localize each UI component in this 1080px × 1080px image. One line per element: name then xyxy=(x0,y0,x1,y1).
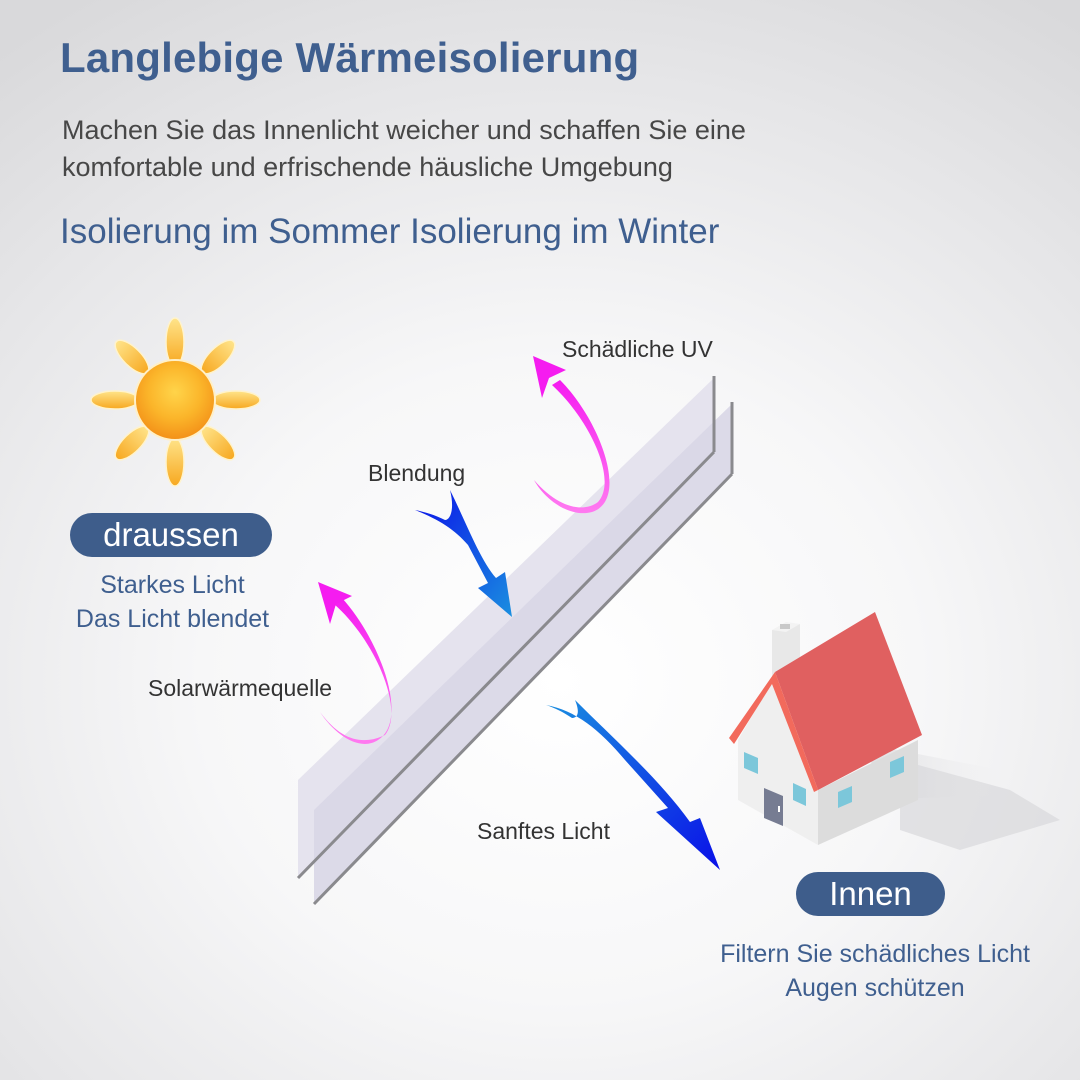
glare-arrow xyxy=(415,490,512,617)
label-harmful-uv: Schädliche UV xyxy=(562,336,713,362)
section-heading: Isolierung im Sommer Isolierung im Winte… xyxy=(60,212,720,251)
outside-desc-line-2: Das Licht blendet xyxy=(75,605,270,633)
house-icon xyxy=(729,612,1060,850)
label-solar-heat: Solarwärmequelle xyxy=(148,675,333,701)
subtitle-line-1: Machen Sie das Innenlicht weicher und sc… xyxy=(62,115,746,145)
solar-heat-reflect-arrow xyxy=(318,582,392,744)
inside-description: Filtern Sie schädliches Licht Augen schü… xyxy=(680,937,1070,1005)
inside-badge: Innen xyxy=(796,872,945,916)
uv-reflect-arrow xyxy=(533,356,610,514)
soft-light-arrow xyxy=(546,700,720,870)
subtitle-line-2: komfortable und erfrischende häusliche U… xyxy=(62,152,673,182)
outside-badge: draussen xyxy=(70,513,272,557)
inside-desc-line-1: Filtern Sie schädliches Licht xyxy=(720,940,1030,968)
glass-panels xyxy=(296,376,734,906)
subtitle: Machen Sie das Innenlicht weicher und sc… xyxy=(62,112,746,186)
outside-description: Starkes Licht Das Licht blendet xyxy=(50,568,295,636)
label-soft-light: Sanftes Licht xyxy=(477,818,610,844)
sun-icon xyxy=(90,317,261,487)
label-glare: Blendung xyxy=(368,460,466,486)
inside-desc-line-2: Augen schützen xyxy=(785,974,965,1002)
outside-desc-line-1: Starkes Licht xyxy=(100,571,245,599)
page-title: Langlebige Wärmeisolierung xyxy=(60,34,640,81)
